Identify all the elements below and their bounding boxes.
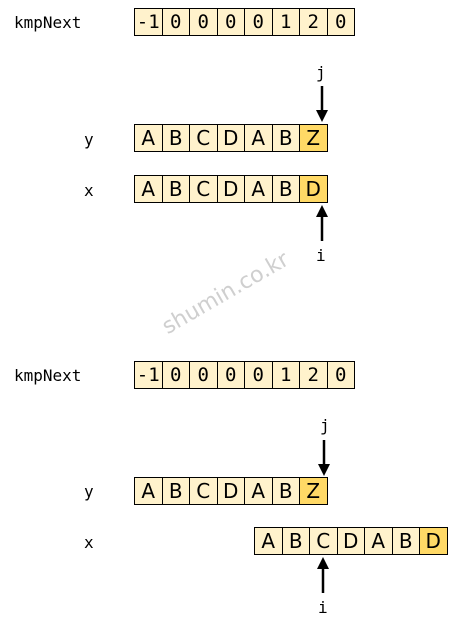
down-arrow-icon (318, 440, 330, 476)
y-cell-highlighted: Z (299, 477, 328, 505)
y-array-2: A B C D A B Z (134, 477, 328, 505)
y-cell: A (244, 124, 273, 152)
kmpnext-cell: 2 (299, 8, 328, 36)
kmpnext-label-1: kmpNext (14, 13, 82, 32)
y-cell: C (189, 477, 218, 505)
y-cell: A (134, 477, 163, 505)
kmpnext-label-2: kmpNext (14, 366, 82, 385)
x-cell: B (281, 527, 310, 555)
x-cell-highlighted: D (299, 175, 328, 203)
y-cell: A (134, 124, 163, 152)
y-label-2: y (84, 482, 94, 501)
kmpnext-cell: 0 (216, 361, 245, 389)
y-cell: A (244, 477, 273, 505)
kmpnext-cell: 1 (271, 8, 300, 36)
kmpnext-cell: 0 (189, 8, 218, 36)
i-pointer-label-1: i (316, 246, 326, 265)
y-cell-highlighted: Z (299, 124, 328, 152)
kmpnext-cell: 0 (244, 8, 273, 36)
j-pointer-label-1: j (316, 63, 326, 82)
x-cell: C (189, 175, 218, 203)
y-cell: D (216, 477, 245, 505)
x-cell: D (336, 527, 365, 555)
i-pointer-label-2: i (318, 598, 328, 617)
y-label-1: y (84, 130, 94, 149)
y-cell: B (271, 477, 300, 505)
y-cell: B (271, 124, 300, 152)
x-label-2: x (84, 533, 94, 552)
y-array-1: A B C D A B Z (134, 124, 328, 152)
y-cell: D (216, 124, 245, 152)
kmpnext-cell: 0 (244, 361, 273, 389)
x-cell: A (244, 175, 273, 203)
x-array-1: A B C D A B D (134, 175, 328, 203)
x-array-2-shifted: A B C D A B D (254, 527, 448, 555)
x-cell: A (134, 175, 163, 203)
kmpnext-cell: 0 (189, 361, 218, 389)
kmpnext-cell: 0 (326, 8, 355, 36)
y-cell: C (189, 124, 218, 152)
x-cell: A (254, 527, 283, 555)
kmpnext-cell: 0 (326, 361, 355, 389)
up-arrow-icon (316, 205, 328, 241)
x-cell: B (271, 175, 300, 203)
x-cell: B (391, 527, 420, 555)
y-cell: B (161, 124, 190, 152)
j-pointer-label-2: j (320, 416, 330, 435)
kmpnext-array-2: -1 0 0 0 0 1 2 0 (134, 361, 355, 389)
kmpnext-cell: 2 (299, 361, 328, 389)
kmpnext-cell: 0 (216, 8, 245, 36)
down-arrow-icon (316, 86, 328, 122)
kmpnext-cell: 0 (161, 8, 190, 36)
x-cell: B (161, 175, 190, 203)
watermark: shumin.co.kr (158, 247, 294, 340)
x-label-1: x (84, 181, 94, 200)
kmpnext-cell: -1 (134, 361, 163, 389)
kmpnext-cell: 0 (161, 361, 190, 389)
y-cell: B (161, 477, 190, 505)
kmpnext-cell: 1 (271, 361, 300, 389)
x-cell: D (216, 175, 245, 203)
x-cell: C (309, 527, 338, 555)
up-arrow-icon (317, 557, 329, 593)
x-cell-highlighted: D (419, 527, 448, 555)
x-cell: A (364, 527, 393, 555)
kmpnext-array-1: -1 0 0 0 0 1 2 0 (134, 8, 355, 36)
kmpnext-cell: -1 (134, 8, 163, 36)
